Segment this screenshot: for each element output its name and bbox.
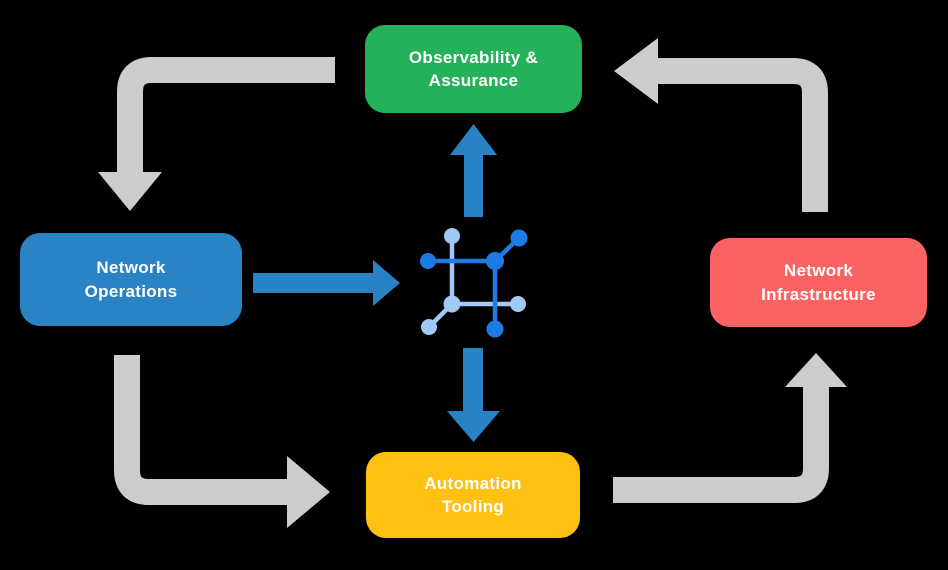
arrow-automation-to-infrastructure (613, 353, 847, 503)
node-observability-assurance: Observability & Assurance (365, 25, 582, 113)
arrow-center-to-observability (450, 124, 497, 217)
network-automation-icon (420, 228, 528, 338)
arrow-infrastructure-to-observability (614, 38, 828, 212)
node-automation-tooling: Automation Tooling (366, 452, 580, 538)
arrow-center-to-automation (447, 348, 500, 442)
arrow-operations-to-center (253, 260, 400, 306)
node-network-operations: Network Operations (20, 233, 242, 326)
arrow-operations-to-automation (114, 355, 330, 528)
node-network-infrastructure: Network Infrastructure (710, 238, 927, 327)
arrow-observability-to-operations (98, 57, 335, 211)
